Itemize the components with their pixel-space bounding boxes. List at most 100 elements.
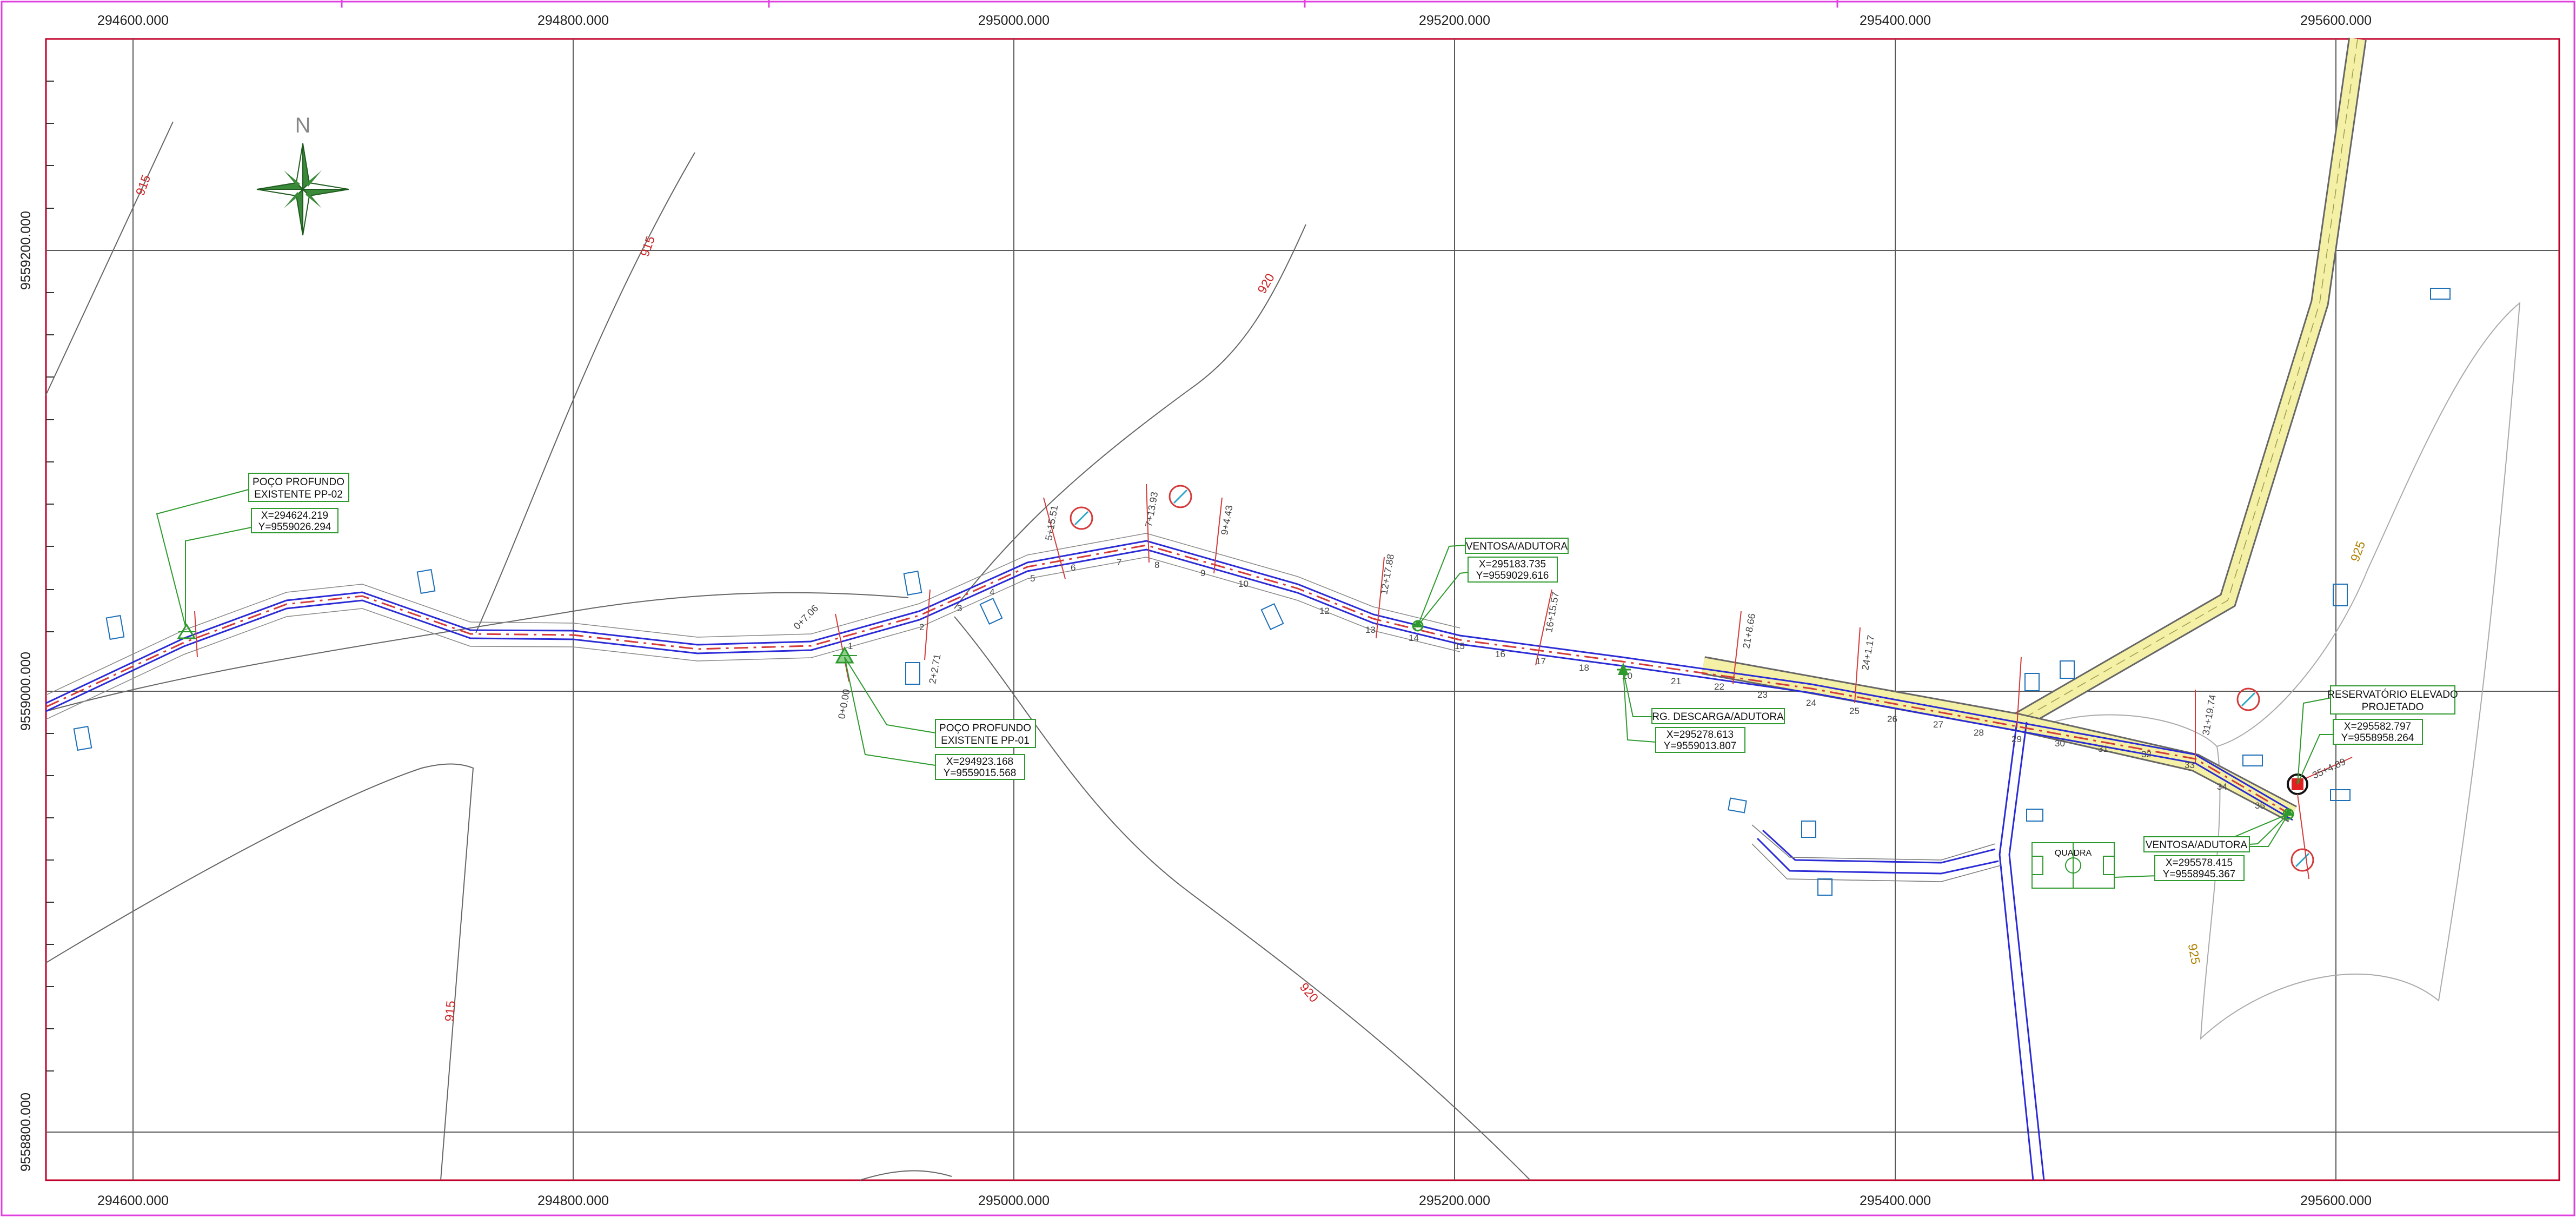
svg-text:X=294624.219: X=294624.219 [261,510,328,521]
pipeline-edges [45,533,1460,720]
svg-text:X=295183.735: X=295183.735 [1479,559,1546,570]
svg-text:RESERVATÓRIO ELEVADO: RESERVATÓRIO ELEVADO [2327,689,2458,700]
stake-label: 23 [1757,690,1768,700]
x-grid-label-bottom: 295600.000 [2300,1193,2372,1208]
vent2-callout: VENTOSA/ADUTORA X=295578.415 Y=9558945.3… [2143,836,2250,881]
stake-label: 17 [1536,656,1546,666]
svg-text:Y=9559013.807: Y=9559013.807 [1664,740,1737,752]
x-grid-label-bottom: 294600.000 [97,1193,169,1208]
chainage-label: 5+15.51 [1043,505,1060,541]
sports-field [2031,842,2115,889]
stake-label: 5 [1030,573,1035,584]
svg-text:Y=9559029.616: Y=9559029.616 [1476,570,1549,581]
svg-text:X=295578.415: X=295578.415 [2166,857,2233,869]
pipeline [45,540,2293,821]
coordinate-grid [46,39,2559,1180]
stake-label: 10 [1238,579,1249,589]
stake-label: 28 [1974,727,1984,738]
x-grid-label-top: 294600.000 [97,13,169,28]
road-south [1756,722,2045,1181]
x-grid-label-bottom: 295000.000 [978,1193,1050,1208]
stake-label: 8 [1154,560,1159,570]
svg-text:POÇO PROFUNDO: POÇO PROFUNDO [939,723,1031,734]
stake-label: 14 [1409,633,1419,643]
x-grid-label-bottom: 295200.000 [1419,1193,1490,1208]
stake-label: 27 [1933,719,1943,730]
valve-icon [2282,808,2294,820]
svg-text:VENTOSA/ADUTORA: VENTOSA/ADUTORA [2146,839,2248,851]
chainage-label: 12+17.88 [1378,553,1396,596]
contour-label: 915 [442,1000,457,1022]
stake-label: 3 [957,603,962,613]
chainage-label: 31+19.74 [2200,694,2218,736]
x-grid-label-top: 294800.000 [537,13,609,28]
stake-label: 13 [1365,625,1376,635]
map-frame [45,38,2560,1181]
stake-label: 4 [990,587,994,597]
north-label: N [295,114,311,137]
stake-label: 34 [2217,782,2227,792]
res-callout: RESERVATÓRIO ELEVADO PROJETADO X=295582.… [2327,685,2458,745]
pp01-leader [844,657,936,766]
well-icon [177,623,196,639]
svg-text:POÇO PROFUNDO: POÇO PROFUNDO [253,477,344,488]
svg-text:Y=9558945.367: Y=9558945.367 [2163,869,2236,880]
chainage-label: 0+0.00 [836,689,852,720]
svg-text:EXISTENTE PP-01: EXISTENTE PP-01 [941,735,1030,746]
x-grid-label-top: 295400.000 [1860,13,1931,28]
pp01-callout: POÇO PROFUNDO EXISTENTE PP-01 X=294923.1… [935,719,1036,780]
res-leader [2297,697,2333,785]
chainage-label: 0+7.06 [792,603,820,631]
svg-text:X=294923.168: X=294923.168 [946,756,1013,768]
quadra-label: QUADRA [2055,849,2092,858]
svg-text:X=295582.797: X=295582.797 [2344,721,2411,732]
pp02-leader [156,489,252,627]
pp02-callout: POÇO PROFUNDO EXISTENTE PP-02 X=294624.2… [248,473,349,533]
desc-callout: RG. DESCARGA/ADUTORA X=295278.613 Y=9559… [1651,708,1785,753]
contour-label: 915 [133,173,154,197]
stake-label: 2 [919,622,924,632]
stake-label: 16 [1495,649,1505,659]
chainage-label: 35+4.89 [2311,756,2347,781]
svg-text:EXISTENTE PP-02: EXISTENTE PP-02 [254,489,343,500]
north-arrow-icon: N [256,114,349,236]
stake-label: 18 [1579,663,1589,673]
stake-label: 32 [2141,749,2152,759]
svg-text:X=295278.613: X=295278.613 [1667,729,1734,740]
stake-label: 26 [1887,714,1897,724]
road-south-edge [1751,824,2001,882]
valve-icon [1412,620,1424,632]
valve-icon [1617,663,1631,675]
valve-icon [1070,485,2314,872]
y-grid-label: 9558800.000 [18,1093,34,1172]
contour-label: 915 [638,234,658,259]
road-north [2012,37,2367,730]
stake-label: 12 [1319,606,1330,616]
svg-text:Y=9558958.264: Y=9558958.264 [2341,732,2414,744]
stake-label: 1 [848,641,853,651]
y-grid-label: 9559000.000 [18,652,34,731]
stake-numbers: 1 2 3 4 5 6 7 8 9 10 12 13 14 15 16 17 1… [848,557,2265,811]
stake-label: 33 [2185,760,2195,770]
y-grid-label: 9559200.000 [18,211,34,290]
lot-tags [73,288,2451,896]
well-icon [833,646,857,664]
stake-label: 22 [1714,682,1724,692]
chainage-label: 16+15.57 [1543,591,1561,633]
reservoir-branch [2297,793,2309,879]
stake-label: 15 [1455,641,1465,651]
stake-label: 6 [1071,563,1075,573]
stake-label: 7 [1117,557,1121,567]
stake-label: 24 [1806,698,1816,708]
x-grid-label-bottom: 295400.000 [1860,1193,1931,1208]
x-grid-label-bottom: 294800.000 [537,1193,609,1208]
svg-text:VENTOSA/ADUTORA: VENTOSA/ADUTORA [1466,541,1568,552]
svg-text:PROJETADO: PROJETADO [2362,702,2424,713]
contour-label: 925 [2186,942,2203,965]
chainage-label: 7+13.93 [1143,491,1160,528]
contour-label: 920 [1297,980,1322,1005]
road-east [1701,656,2297,823]
stake-label: 9 [1200,568,1205,578]
